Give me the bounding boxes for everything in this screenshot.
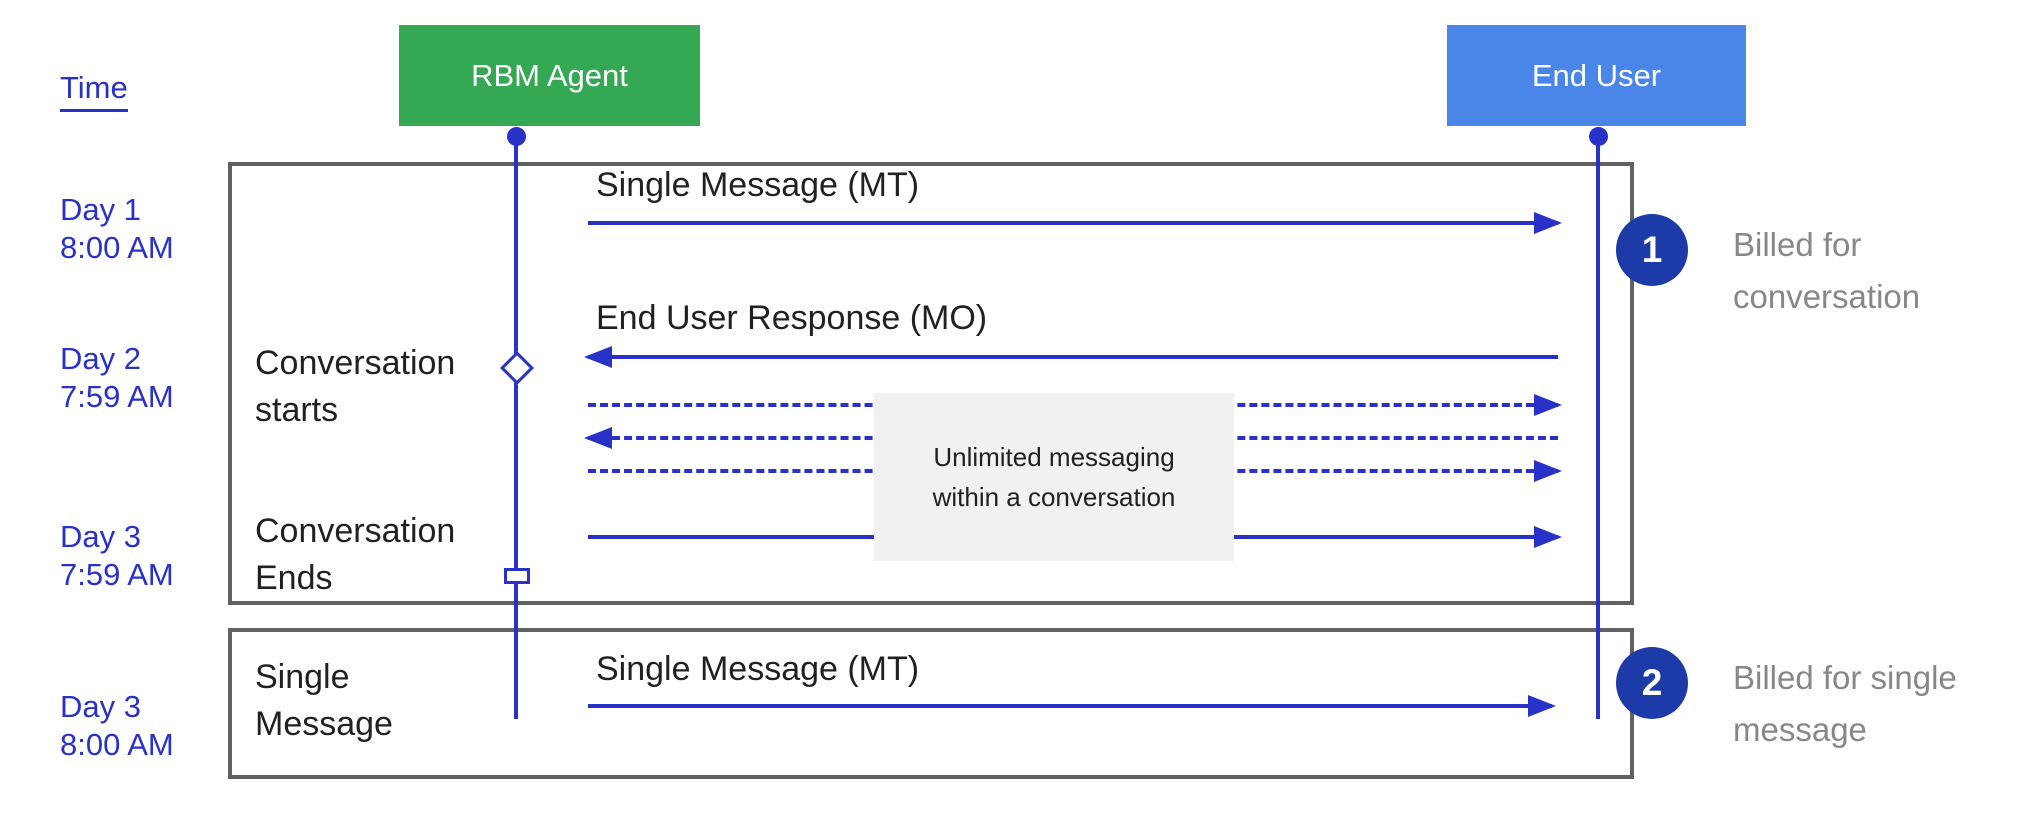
actor-rbm-agent: RBM Agent (399, 25, 700, 126)
billed-for-conversation-label: Billed for conversation (1733, 219, 1920, 323)
conversation-ends-line1: Conversation (255, 512, 456, 550)
timestamp-day2-time: 7:59 AM (60, 379, 174, 414)
message-mt-label: Single Message (MT) (596, 166, 920, 204)
billed-for-conversation-line1: Billed for (1733, 226, 1862, 263)
timestamp-day1-time: 8:00 AM (60, 230, 174, 265)
conversation-ends-label: Conversation Ends (255, 508, 455, 602)
time-axis-label: Time (60, 70, 128, 112)
timestamp-day3-end: Day 3 7:59 AM (60, 518, 174, 594)
billed-for-single-message-line2: message (1733, 711, 1867, 748)
arrow-right-icon (1534, 394, 1562, 416)
actor-end-user-label: End User (1531, 57, 1662, 93)
single-message-label: Single Message (255, 654, 393, 748)
single-message-line2: Message (255, 705, 393, 743)
conversation-starts-line2: starts (255, 391, 339, 429)
single-message-line1: Single (255, 658, 350, 696)
billing-badge-2-number: 2 (1641, 662, 1663, 703)
single-panel-mt-arrow (588, 695, 1556, 717)
timestamp-day3-single: Day 3 8:00 AM (60, 688, 174, 764)
billed-for-conversation-line2: conversation (1733, 278, 1921, 315)
agent-lifeline (514, 136, 518, 719)
timestamp-day3-end-day: Day 3 (60, 519, 141, 554)
timestamp-day3-single-day: Day 3 (60, 689, 141, 724)
arrow-right-icon (1534, 212, 1562, 234)
message-mo-arrow (584, 346, 1558, 368)
unlimited-messaging-note-line1: Unlimited messaging (933, 442, 1175, 472)
unlimited-messaging-note-line2: within a conversation (932, 482, 1176, 512)
timestamp-day3-single-time: 8:00 AM (60, 727, 174, 762)
conversation-starts-line1: Conversation (255, 344, 456, 382)
timestamp-day2: Day 2 7:59 AM (60, 340, 174, 416)
billing-badge-2: 2 (1616, 647, 1688, 719)
actor-rbm-agent-label: RBM Agent (471, 57, 628, 93)
arrow-right-icon (1534, 460, 1562, 482)
message-mo-label: End User Response (MO) (596, 299, 988, 337)
actor-end-user: End User (1447, 25, 1746, 126)
single-panel-mt-label: Single Message (MT) (596, 650, 920, 688)
billed-for-single-message-line1: Billed for single (1733, 659, 1957, 696)
billed-for-single-message-label: Billed for single message (1733, 652, 1957, 756)
billing-badge-1-number: 1 (1641, 229, 1663, 270)
arrow-right-icon (1528, 695, 1556, 717)
arrow-left-icon (584, 346, 612, 368)
end-user-lifeline (1596, 136, 1600, 719)
conversation-end-marker-icon (504, 568, 530, 584)
arrow-left-icon (584, 427, 612, 449)
timestamp-day3-end-time: 7:59 AM (60, 557, 174, 592)
message-mt-arrow (588, 212, 1562, 234)
conversation-billing-panel (228, 162, 1634, 605)
timestamp-day1-day: Day 1 (60, 192, 141, 227)
unlimited-messaging-note: Unlimited messaging within a conversatio… (874, 393, 1234, 561)
conversation-starts-label: Conversation starts (255, 340, 455, 434)
billing-badge-1: 1 (1616, 214, 1688, 286)
timestamp-day1: Day 1 8:00 AM (60, 191, 174, 267)
arrow-right-icon (1534, 526, 1562, 548)
timestamp-day2-day: Day 2 (60, 341, 141, 376)
conversation-ends-line2: Ends (255, 559, 333, 597)
